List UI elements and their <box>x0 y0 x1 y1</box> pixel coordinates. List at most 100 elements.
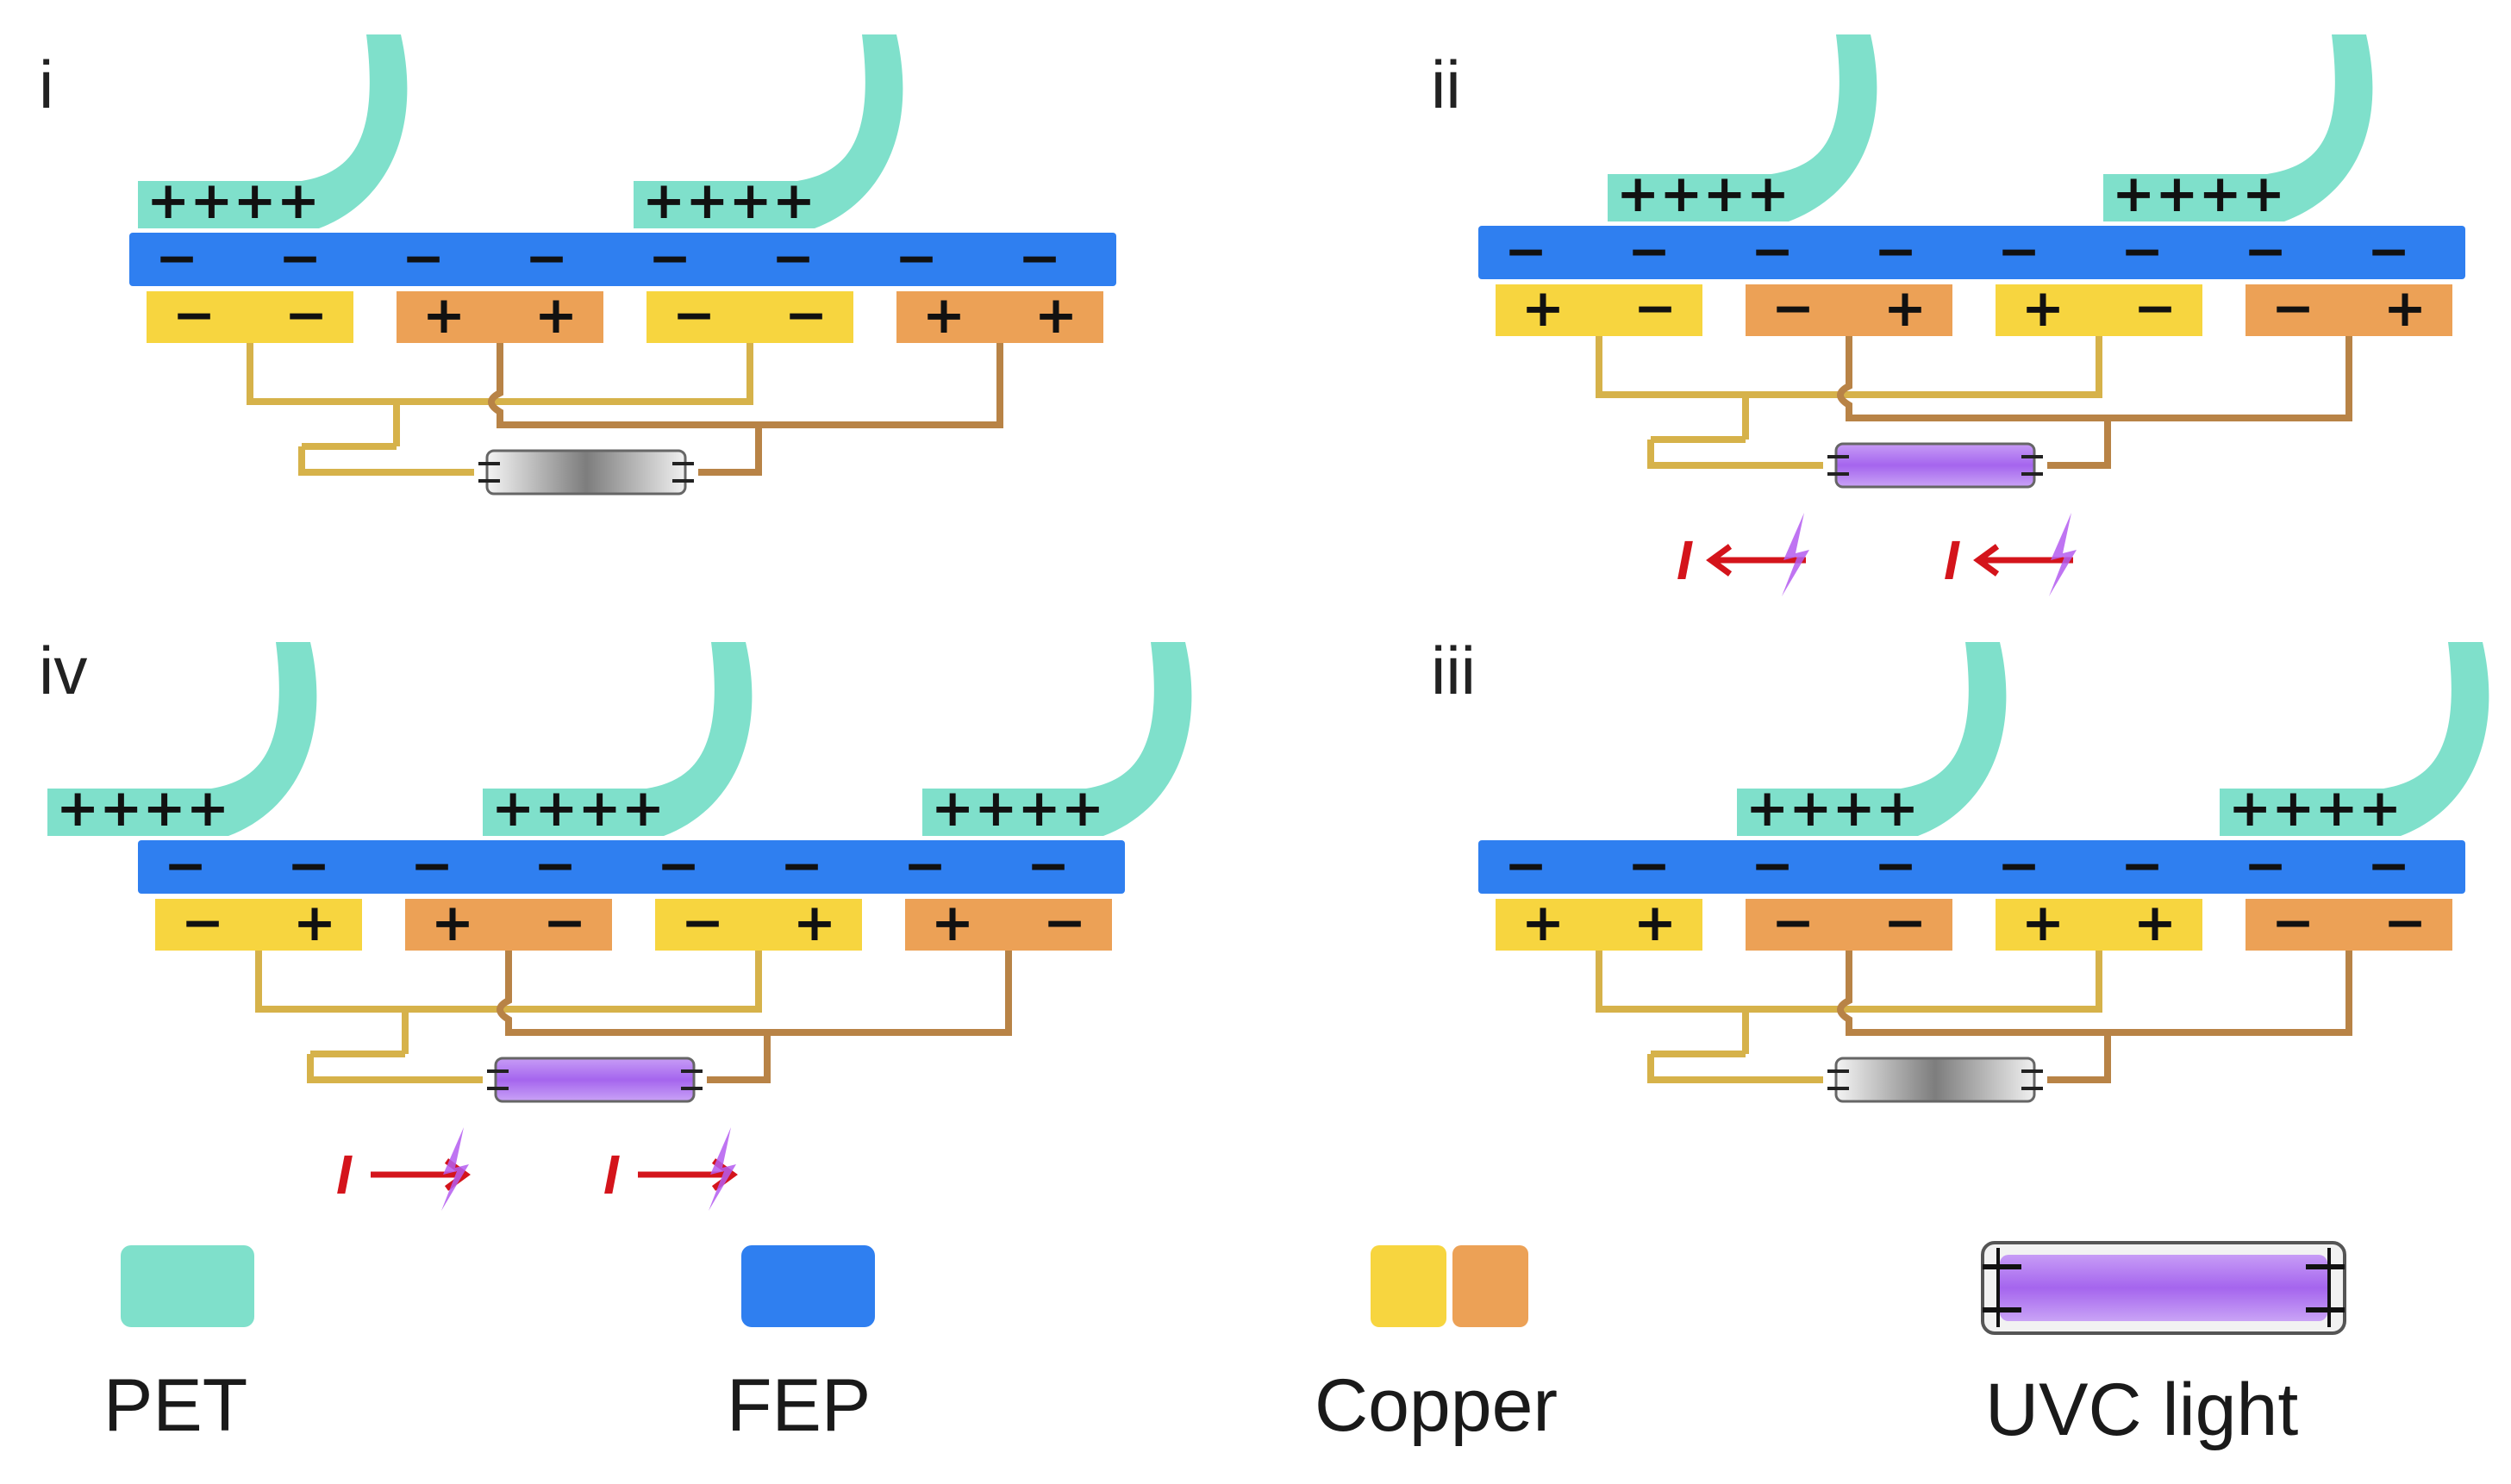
copper-electrode <box>155 899 362 951</box>
uvc-lamp-off <box>1834 1057 2036 1103</box>
copper-charge-sign: − <box>1771 893 1815 953</box>
copper-charge-sign: + <box>922 285 965 346</box>
uvc-lamp-on <box>1834 442 2036 489</box>
pet-charge-signs: ++++ <box>56 778 229 839</box>
fep-charge-sign: − <box>1027 836 1070 896</box>
fep-layer: −−−−−−−− <box>1478 836 2465 896</box>
pet-layers: ++++++++++++ <box>47 642 1192 839</box>
copper-charge-sign: − <box>172 285 215 346</box>
copper-electrode <box>655 899 862 951</box>
legend-label-fep: FEP <box>727 1364 871 1447</box>
copper-charge-sign: + <box>1521 278 1565 339</box>
copper-charge-sign: − <box>1043 893 1086 953</box>
copper-charge-sign: − <box>1771 278 1815 339</box>
fep-charge-sign: − <box>771 228 815 289</box>
wire-dark <box>488 343 1003 428</box>
legend-label-pet: PET <box>103 1364 247 1447</box>
copper-electrode <box>1746 284 1952 336</box>
wire-dark <box>497 951 1012 1036</box>
fep-charge-sign: − <box>1997 221 2040 282</box>
spark-icon <box>441 1127 469 1211</box>
circuit-wires <box>1596 951 2352 1083</box>
wire-light <box>255 951 762 1013</box>
fep-charge-sign: − <box>895 228 938 289</box>
fep-charge-sign: − <box>2367 221 2410 282</box>
fep-charge-sign: − <box>1627 221 1671 282</box>
fep-charge-sign: − <box>780 836 823 896</box>
copper-electrode <box>397 291 603 343</box>
fep-charge-sign: − <box>2121 836 2164 896</box>
copper-swatch-dark <box>1452 1245 1528 1327</box>
pet-layer <box>483 642 753 836</box>
wire-light <box>1596 336 2102 398</box>
pet-charge-signs: ++++ <box>147 171 320 231</box>
fep-charge-sign: − <box>402 228 445 289</box>
copper-electrode <box>2246 899 2452 951</box>
copper-electrode <box>1996 284 2202 336</box>
pet-charge-signs: ++++ <box>2112 164 2285 224</box>
copper-electrodes: +−−++−−+ <box>1496 278 2452 339</box>
fep-bar <box>138 840 1125 894</box>
fep-charge-sign: − <box>2244 221 2287 282</box>
copper-electrode <box>2246 284 2452 336</box>
panel-label: ii <box>1431 47 1461 122</box>
copper-charge-sign: − <box>284 285 328 346</box>
pet-swatch <box>121 1245 254 1327</box>
copper-charge-sign: − <box>1883 893 1927 953</box>
pet-layer <box>634 34 903 228</box>
copper-electrode <box>1496 284 1702 336</box>
copper-swatch-light <box>1371 1245 1446 1327</box>
panel-label: iii <box>1431 633 1476 708</box>
copper-electrode <box>1996 899 2202 951</box>
fep-charge-sign: − <box>1504 836 1547 896</box>
copper-electrodes: −−++−−++ <box>147 285 1103 346</box>
pet-layers: ++++++++ <box>1737 642 2489 839</box>
copper-charge-sign: + <box>1633 893 1677 953</box>
uvc-lamp-on <box>494 1057 696 1103</box>
wire-light <box>1647 440 1823 469</box>
fep-charge-sign: − <box>287 836 330 896</box>
wire-light <box>247 343 753 405</box>
fep-charge-sign: − <box>1504 221 1547 282</box>
copper-charge-sign: + <box>1883 278 1927 339</box>
pet-layer <box>922 642 1192 836</box>
copper-charge-sign: + <box>293 893 336 953</box>
fep-charge-sign: − <box>657 836 700 896</box>
current-label: I <box>1944 529 1960 591</box>
copper-charge-sign: + <box>1521 893 1565 953</box>
fep-charge-sign: − <box>1751 221 1794 282</box>
fep-charge-sign: − <box>525 228 568 289</box>
wire-dark <box>698 425 762 476</box>
fep-charge-sign: − <box>410 836 453 896</box>
pet-charge-signs: ++++ <box>1746 778 1919 839</box>
pet-layer <box>47 642 317 836</box>
spark-icon <box>2049 513 2077 596</box>
copper-charge-sign: − <box>2271 893 2314 953</box>
current-label: I <box>1677 529 1693 591</box>
panel-label: i <box>39 47 53 122</box>
copper-charge-sign: + <box>793 893 836 953</box>
uvc-lamp <box>1827 442 2043 489</box>
copper-charge-sign: − <box>2133 278 2177 339</box>
uvc-lamp-off <box>485 449 687 496</box>
fep-bar <box>129 233 1116 286</box>
copper-charge-sign: − <box>784 285 828 346</box>
copper-charge-sign: − <box>543 893 586 953</box>
copper-charge-sign: + <box>2133 893 2177 953</box>
pet-layer <box>1737 642 2007 836</box>
current-arrow <box>1706 544 1806 577</box>
copper-charge-sign: + <box>2021 278 2064 339</box>
fep-charge-sign: − <box>2121 221 2164 282</box>
copper-charge-sign: − <box>1633 278 1677 339</box>
fep-charge-sign: − <box>164 836 207 896</box>
wire-dark <box>2047 418 2111 469</box>
fep-bar <box>1478 840 2465 894</box>
circuit-wires <box>255 951 1012 1083</box>
fep-charge-sign: − <box>903 836 946 896</box>
spark-icon <box>709 1127 736 1211</box>
fep-charge-sign: − <box>155 228 198 289</box>
copper-electrode <box>1496 899 1702 951</box>
panel-iii: iii ++++++++ −−−−−−−− ++−−++−− <box>1431 633 2489 1103</box>
